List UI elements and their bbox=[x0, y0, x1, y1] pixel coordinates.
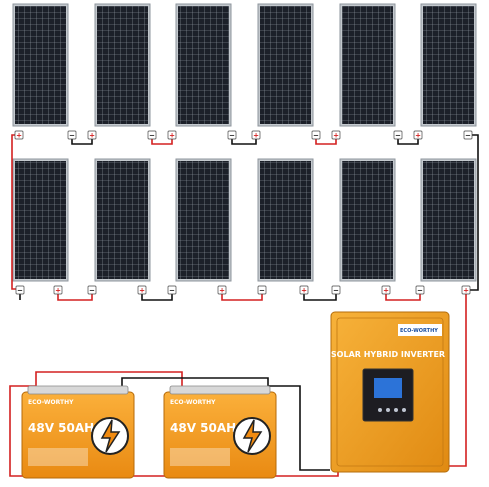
svg-text:+: + bbox=[463, 287, 469, 295]
svg-text:−: − bbox=[17, 287, 23, 295]
lithium-battery: ECO-WORTHY 48V 50AH bbox=[21, 385, 135, 479]
battery-capacity: 48V 50AH bbox=[170, 421, 236, 435]
battery-bank: ECO-WORTHY 48V 50AH ECO-WORTHY 48V 50AH bbox=[21, 385, 277, 479]
solar-panel bbox=[175, 158, 232, 282]
solar-panel-row-top bbox=[12, 3, 477, 127]
positive-terminal-icon: + bbox=[87, 130, 97, 140]
svg-text:+: + bbox=[301, 287, 307, 295]
svg-text:−: − bbox=[395, 132, 401, 140]
svg-text:+: + bbox=[333, 132, 339, 140]
solar-panel bbox=[175, 3, 232, 127]
positive-terminal-icon: + bbox=[137, 285, 147, 295]
negative-terminal-icon: − bbox=[311, 130, 321, 140]
svg-text:+: + bbox=[89, 132, 95, 140]
positive-terminal-icon: + bbox=[331, 130, 341, 140]
solar-panel bbox=[339, 158, 396, 282]
solar-panel bbox=[339, 3, 396, 127]
svg-text:+: + bbox=[139, 287, 145, 295]
svg-text:+: + bbox=[415, 132, 421, 140]
positive-terminal-icon: + bbox=[299, 285, 309, 295]
solar-panel bbox=[257, 158, 314, 282]
inverter-title: SOLAR HYBRID INVERTER bbox=[331, 350, 445, 359]
solar-panel bbox=[94, 3, 151, 127]
svg-text:+: + bbox=[219, 287, 225, 295]
inverter-brand: ECO-WORTHY bbox=[400, 328, 438, 334]
svg-text:−: − bbox=[417, 287, 423, 295]
svg-text:−: − bbox=[333, 287, 339, 295]
svg-text:+: + bbox=[383, 287, 389, 295]
negative-terminal-icon: − bbox=[393, 130, 403, 140]
svg-text:−: − bbox=[259, 287, 265, 295]
solar-hybrid-inverter: ECO-WORTHY SOLAR HYBRID INVERTER bbox=[330, 311, 450, 473]
svg-text:+: + bbox=[55, 287, 61, 295]
svg-text:−: − bbox=[313, 132, 319, 140]
svg-text:−: − bbox=[89, 287, 95, 295]
solar-panel bbox=[12, 3, 69, 127]
svg-text:−: − bbox=[169, 287, 175, 295]
battery-brand: ECO-WORTHY bbox=[28, 399, 74, 406]
terminals: + − + − + − + − + − + − − + − + − + − + − + − + bbox=[14, 130, 473, 295]
lithium-battery: ECO-WORTHY 48V 50AH bbox=[163, 385, 277, 479]
negative-terminal-icon: − bbox=[415, 285, 425, 295]
lightning-bolt-icon bbox=[233, 417, 271, 455]
positive-terminal-icon: + bbox=[251, 130, 261, 140]
battery-capacity: 48V 50AH bbox=[28, 421, 94, 435]
negative-terminal-icon: − bbox=[331, 285, 341, 295]
battery-brand: ECO-WORTHY bbox=[170, 399, 216, 406]
negative-terminal-icon: − bbox=[147, 130, 157, 140]
lightning-bolt-icon bbox=[91, 417, 129, 455]
svg-text:−: − bbox=[69, 132, 75, 140]
negative-terminal-icon: − bbox=[257, 285, 267, 295]
positive-terminal-icon: + bbox=[217, 285, 227, 295]
negative-terminal-icon: − bbox=[167, 285, 177, 295]
positive-terminal-icon: + bbox=[413, 130, 423, 140]
negative-terminal-icon: − bbox=[87, 285, 97, 295]
positive-terminal-icon: + bbox=[461, 285, 471, 295]
svg-text:+: + bbox=[16, 132, 22, 140]
solar-panel bbox=[420, 3, 477, 127]
positive-terminal-icon: + bbox=[14, 130, 24, 140]
positive-terminal-icon: + bbox=[167, 130, 177, 140]
negative-terminal-icon: − bbox=[227, 130, 237, 140]
svg-text:−: − bbox=[465, 132, 471, 140]
positive-terminal-icon: + bbox=[53, 285, 63, 295]
lcd-display-icon bbox=[374, 378, 402, 398]
negative-terminal-icon: − bbox=[463, 130, 473, 140]
negative-terminal-icon: − bbox=[15, 285, 25, 295]
negative-terminal-icon: − bbox=[67, 130, 77, 140]
svg-text:−: − bbox=[229, 132, 235, 140]
solar-panel-row-bottom bbox=[12, 158, 477, 282]
solar-panel bbox=[420, 158, 477, 282]
svg-text:+: + bbox=[169, 132, 175, 140]
svg-text:−: − bbox=[149, 132, 155, 140]
solar-panel bbox=[94, 158, 151, 282]
positive-terminal-icon: + bbox=[381, 285, 391, 295]
solar-panel bbox=[257, 3, 314, 127]
solar-panel bbox=[12, 158, 69, 282]
svg-text:+: + bbox=[253, 132, 259, 140]
